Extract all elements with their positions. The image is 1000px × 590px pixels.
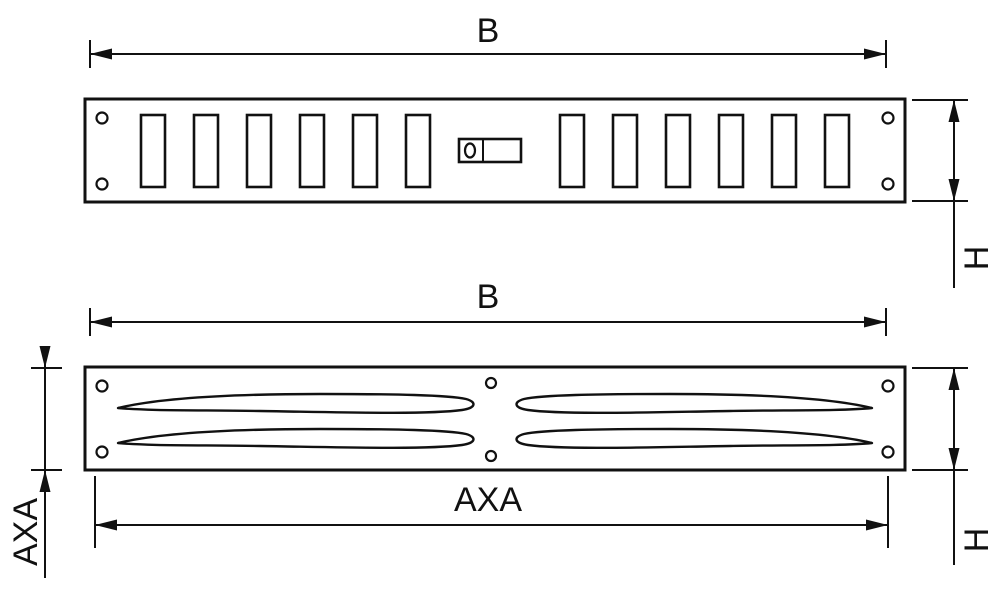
arrowhead bbox=[948, 368, 960, 390]
latch-grip-hole bbox=[463, 142, 477, 159]
dim-label-axa-left: AXA bbox=[7, 498, 45, 566]
vent-slot bbox=[558, 113, 586, 189]
center-hole-bottom bbox=[484, 449, 498, 463]
dim-top-width: B bbox=[89, 12, 887, 68]
corner-hole bbox=[95, 379, 109, 393]
arrowhead bbox=[864, 48, 886, 60]
corner-hole bbox=[95, 177, 109, 191]
bottom-view: B AXA bbox=[7, 278, 996, 578]
vent-slot bbox=[404, 113, 432, 189]
top-view: B bbox=[83, 12, 996, 288]
latch-body bbox=[457, 137, 523, 164]
dim-label-axa-bottom: AXA bbox=[454, 481, 522, 519]
corner-hole bbox=[95, 111, 109, 125]
vent-slot bbox=[298, 113, 326, 189]
vent-slot bbox=[823, 113, 851, 189]
corner-hole bbox=[95, 445, 109, 459]
vent-slot bbox=[192, 113, 220, 189]
corner-hole bbox=[881, 111, 895, 125]
arrowhead bbox=[90, 316, 112, 328]
vent-slot bbox=[664, 113, 692, 189]
arrowhead bbox=[948, 100, 960, 122]
corner-hole bbox=[881, 177, 895, 191]
dim-label-h-bottom: H bbox=[958, 528, 996, 553]
arrowhead bbox=[864, 316, 886, 328]
louver-slot bbox=[515, 392, 874, 414]
corner-hole bbox=[881, 445, 895, 459]
arrowhead bbox=[90, 48, 112, 60]
slot-group-left bbox=[139, 113, 432, 189]
arrowhead bbox=[95, 519, 117, 531]
slider-latch bbox=[457, 137, 523, 164]
louver-group bbox=[116, 392, 874, 449]
dim-bottom-hole-span: AXA bbox=[94, 476, 889, 548]
dim-label-h-top: H bbox=[958, 246, 996, 271]
dim-bottom-width: B bbox=[89, 278, 887, 336]
vent-slot bbox=[770, 113, 798, 189]
dim-top-height: H bbox=[912, 99, 996, 288]
dim-label-b-bottom: B bbox=[477, 278, 500, 316]
slot-group-right bbox=[558, 113, 851, 189]
vent-slot bbox=[717, 113, 745, 189]
louver-slot bbox=[515, 427, 874, 449]
arrowhead bbox=[39, 346, 51, 368]
vent-slot bbox=[139, 113, 167, 189]
louver-slot bbox=[116, 427, 475, 449]
dim-label-b-top: B bbox=[477, 12, 500, 50]
vent-slot bbox=[245, 113, 273, 189]
center-hole-top bbox=[484, 376, 498, 390]
corner-hole bbox=[881, 379, 895, 393]
arrowhead bbox=[39, 470, 51, 492]
vent-slot bbox=[351, 113, 379, 189]
arrowhead bbox=[948, 448, 960, 470]
dim-bottom-height: H bbox=[912, 367, 996, 565]
dim-left-vertical: AXA bbox=[7, 346, 62, 578]
arrowhead bbox=[948, 179, 960, 201]
arrowhead bbox=[866, 519, 888, 531]
vent-slot bbox=[611, 113, 639, 189]
louver-slot bbox=[116, 392, 475, 414]
